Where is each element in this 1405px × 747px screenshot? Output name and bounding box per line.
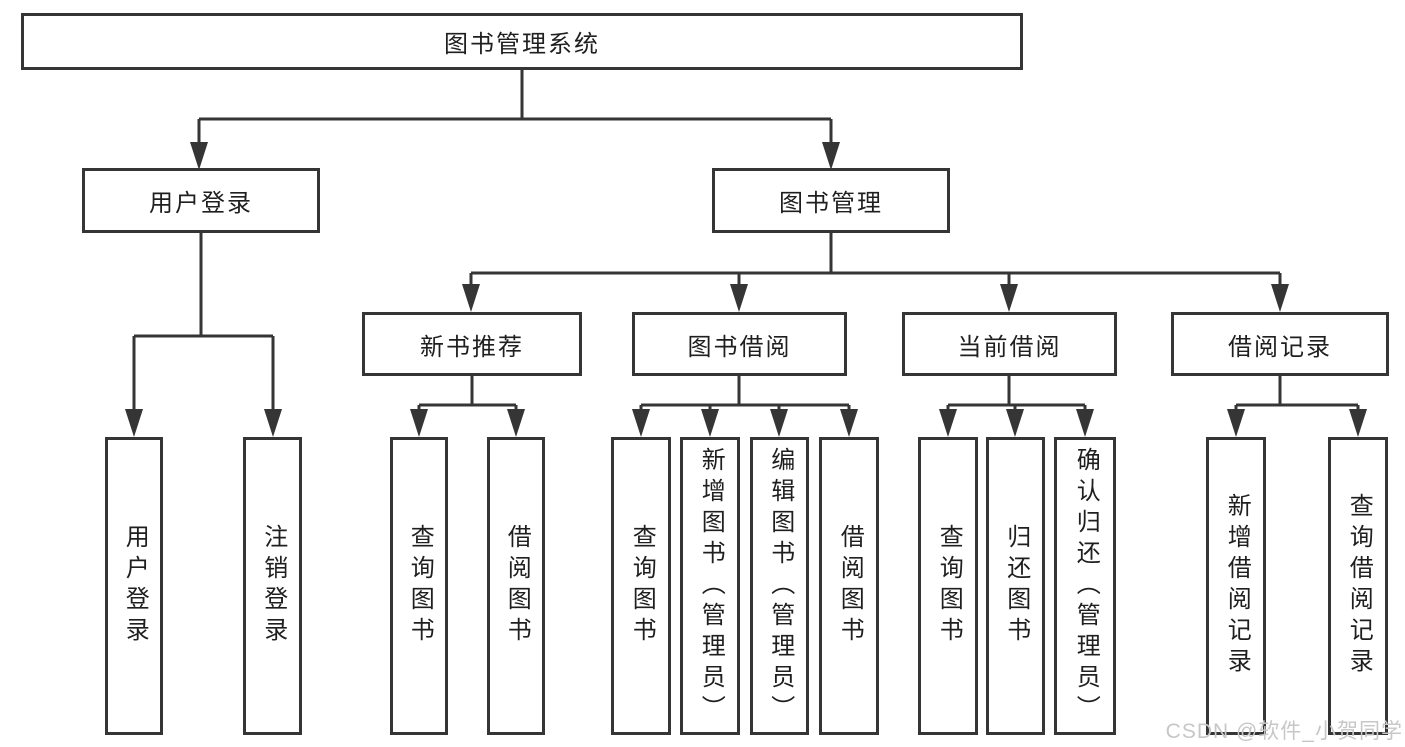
node-label: 图书借阅 bbox=[687, 333, 792, 361]
node-label: 查询图书 bbox=[935, 524, 963, 648]
leaf-logout: 注销登录 bbox=[243, 437, 302, 735]
leaf-add-borrow-record: 新增借阅记录 bbox=[1206, 437, 1266, 735]
connector-borrowrecord-to-leaves bbox=[1234, 376, 1360, 412]
connector-newbook-to-leaves bbox=[417, 376, 518, 412]
node-label: 图书管理系统 bbox=[444, 31, 600, 58]
leaf-query-books-borrow: 查询图书 bbox=[611, 437, 671, 735]
node-label: 当前借阅 bbox=[957, 333, 1062, 361]
node-label: 新书推荐 bbox=[420, 333, 524, 361]
leaf-return-book: 归还图书 bbox=[986, 437, 1045, 735]
node-label: 新增借阅记录 bbox=[1223, 493, 1251, 679]
node-label: 图书管理 bbox=[779, 190, 883, 217]
connector-currentborrow-to-leaves bbox=[946, 376, 1087, 412]
leaf-borrow-books-borrow: 借阅图书 bbox=[819, 437, 879, 735]
node-label: 用户登录 bbox=[121, 524, 149, 648]
node-label: 归还图书 bbox=[1002, 524, 1030, 648]
node-library-management-system: 图书管理系统 bbox=[21, 13, 1023, 70]
leaf-user-login: 用户登录 bbox=[105, 437, 163, 735]
node-label: 注销登录 bbox=[259, 524, 287, 648]
node-label: 新增图书（管理员） bbox=[697, 446, 725, 726]
leaf-query-books-current: 查询图书 bbox=[918, 437, 978, 735]
node-label: 借阅记录 bbox=[1228, 333, 1332, 361]
node-label: 用户登录 bbox=[149, 190, 253, 217]
node-book-management: 图书管理 bbox=[712, 168, 950, 233]
node-label: 确认归还（管理员） bbox=[1072, 446, 1100, 726]
leaf-confirm-return-admin: 确认归还（管理员） bbox=[1054, 437, 1116, 735]
node-current-borrow: 当前借阅 bbox=[902, 312, 1117, 376]
node-label: 借阅图书 bbox=[836, 524, 864, 648]
connector-bookmgmt-to-level3 bbox=[469, 233, 1282, 287]
leaf-query-books-recommend: 查询图书 bbox=[390, 437, 448, 735]
arrowheads bbox=[125, 142, 1367, 437]
leaf-add-book-admin: 新增图书（管理员） bbox=[680, 437, 740, 735]
node-new-book-recommend: 新书推荐 bbox=[362, 312, 582, 376]
leaf-edit-book-admin: 编辑图书（管理员） bbox=[750, 437, 809, 735]
leaf-borrow-books-recommend: 借阅图书 bbox=[487, 437, 545, 735]
node-user-login: 用户登录 bbox=[82, 168, 320, 233]
leaf-query-borrow-record: 查询借阅记录 bbox=[1328, 437, 1388, 735]
node-book-borrow: 图书借阅 bbox=[632, 312, 847, 376]
connector-bookborrow-to-leaves bbox=[639, 376, 851, 412]
node-borrow-records: 借阅记录 bbox=[1171, 312, 1389, 376]
connector-userlogin-to-leaves bbox=[132, 233, 275, 412]
node-label: 查询图书 bbox=[628, 524, 656, 648]
node-label: 借阅图书 bbox=[503, 524, 531, 648]
node-label: 查询借阅记录 bbox=[1345, 493, 1373, 679]
node-label: 编辑图书（管理员） bbox=[766, 446, 794, 726]
watermark: CSDN @软件_小贺同学 bbox=[1165, 720, 1403, 743]
connector-root-to-level2 bbox=[197, 70, 833, 144]
node-label: 查询图书 bbox=[406, 524, 434, 648]
